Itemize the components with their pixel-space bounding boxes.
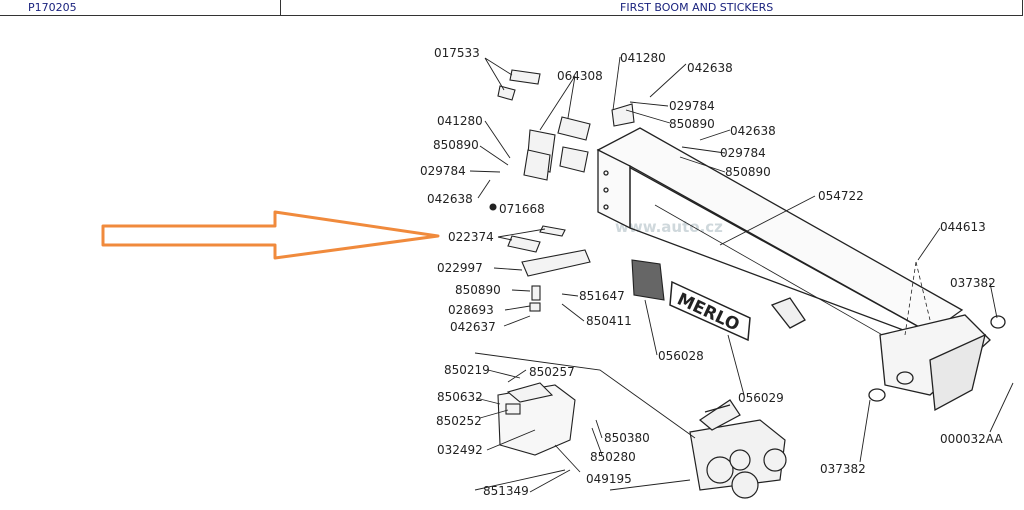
part-label: 000032AA — [940, 432, 1003, 446]
part-label: 054722 — [818, 189, 864, 203]
part-label: 851647 — [579, 289, 625, 303]
part-label: 064308 — [557, 69, 603, 83]
part-code: P170205 — [28, 1, 77, 14]
part-label: 056028 — [658, 349, 704, 363]
part-label: 042638 — [687, 61, 733, 75]
part-label: 850890 — [669, 117, 715, 131]
part-label: 056029 — [738, 391, 784, 405]
part-label: 032492 — [437, 443, 483, 457]
part-label: 028693 — [448, 303, 494, 317]
part-label: 850280 — [590, 450, 636, 464]
merlo-sticker: MERLO — [669, 280, 751, 342]
part-label-list: 017533 064308 041280 042638 029784 85089… — [420, 46, 1003, 498]
part-label: 850890 — [433, 138, 479, 152]
watermark: www.auto.cz — [615, 218, 723, 236]
part-label: 041280 — [620, 51, 666, 65]
part-label: 042637 — [450, 320, 496, 334]
part-label: 850252 — [436, 414, 482, 428]
part-label: 041280 — [437, 114, 483, 128]
part-label: 017533 — [434, 46, 480, 60]
leader-lines — [469, 56, 1014, 493]
part-label: 850890 — [455, 283, 501, 297]
brand-text: MERLO — [674, 289, 743, 335]
boom-body — [596, 127, 1006, 412]
part-label: 022997 — [437, 261, 483, 275]
part-label: 029784 — [420, 164, 466, 178]
part-label: 850380 — [604, 431, 650, 445]
page-title: FIRST BOOM AND STICKERS — [620, 1, 774, 14]
header-bar: P170205 FIRST BOOM AND STICKERS — [0, 0, 1023, 16]
part-label: 044613 — [940, 220, 986, 234]
part-label: 042638 — [730, 124, 776, 138]
part-label: 022374 — [448, 230, 494, 244]
part-label: 029784 — [720, 146, 766, 160]
part-label: 071668 — [499, 202, 545, 216]
part-label: 850890 — [725, 165, 771, 179]
part-label: 850257 — [529, 365, 575, 379]
header-divider — [280, 0, 281, 15]
part-label: 037382 — [950, 276, 996, 290]
part-label: 850632 — [437, 390, 483, 404]
part-label: 850219 — [444, 363, 490, 377]
part-label: 029784 — [669, 99, 715, 113]
part-label: 037382 — [820, 462, 866, 476]
highlight-arrow — [101, 210, 440, 260]
part-label: 850411 — [586, 314, 632, 328]
part-label: 042638 — [427, 192, 473, 206]
telehandler-icon — [689, 399, 787, 499]
part-label: 049195 — [586, 472, 632, 486]
part-label: 851349 — [483, 484, 529, 498]
